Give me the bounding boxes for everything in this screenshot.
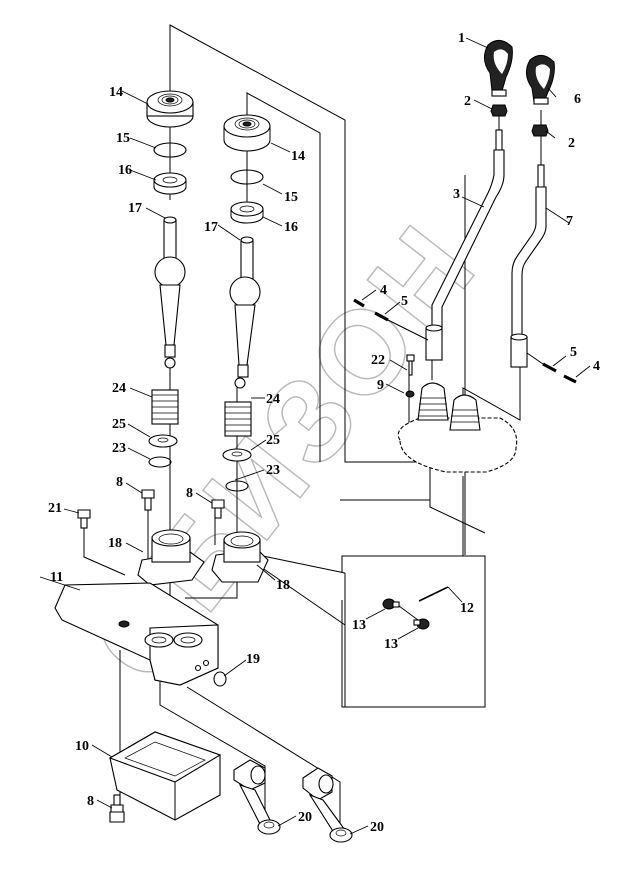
lever-shaft-right	[229, 236, 261, 389]
callout-18-right: 18	[276, 578, 290, 593]
inset-box	[341, 555, 486, 708]
nut-left	[490, 104, 508, 117]
shift-knob-left	[484, 40, 513, 97]
callout-15-right: 15	[284, 190, 298, 205]
pins-left	[353, 298, 429, 341]
callout-6: 6	[574, 92, 581, 107]
callout-4-left: 4	[380, 283, 387, 298]
callout-16-right: 16	[284, 220, 298, 235]
screw-22	[406, 354, 415, 376]
spring-left	[151, 389, 179, 425]
callout-15-left: 15	[116, 131, 130, 146]
callout-16-left: 16	[118, 163, 132, 178]
right-lever-stack	[222, 114, 271, 492]
washer-9	[405, 390, 415, 398]
callout-17-left: 17	[128, 201, 142, 216]
callout-25-right: 25	[266, 433, 280, 448]
flanged-bushing-left	[137, 529, 205, 586]
callout-17-right: 17	[204, 220, 218, 235]
callout-4-right: 4	[593, 359, 600, 374]
washer-16-left	[153, 172, 187, 195]
callout-7: 7	[566, 214, 573, 229]
lever-rod-left	[425, 129, 505, 361]
callout-3: 3	[453, 187, 460, 202]
callout-13-lower: 13	[384, 637, 398, 652]
bolt-8-right	[211, 499, 225, 519]
snap-ring-left	[153, 142, 187, 158]
lever-shaft-left	[154, 216, 186, 369]
callout-2-left: 2	[464, 94, 471, 109]
callout-13-upper: 13	[352, 618, 366, 633]
spring-right	[224, 401, 252, 437]
bearing-cap-left	[146, 90, 194, 128]
callout-24-right: 24	[266, 392, 280, 407]
pins-right	[526, 352, 577, 384]
callout-10: 10	[75, 739, 89, 754]
bolt-21	[77, 509, 91, 529]
shift-knob-right	[526, 55, 555, 105]
plug-13-lower	[413, 618, 430, 630]
shift-arm-left	[233, 759, 281, 835]
lever-rod-right	[510, 164, 547, 368]
callout-9: 9	[377, 378, 384, 393]
callout-8-left: 8	[116, 475, 123, 490]
callout-5-right: 5	[570, 345, 577, 360]
leader-lines	[39, 37, 591, 835]
callout-14-left: 14	[109, 85, 123, 100]
washer-25-left	[148, 434, 178, 448]
callout-19: 19	[246, 652, 260, 667]
callout-25-left: 25	[112, 417, 126, 432]
callout-11: 11	[50, 570, 63, 585]
plug-13-upper	[382, 598, 400, 610]
bolt-8-left	[141, 489, 155, 511]
callout-18-left: 18	[108, 536, 122, 551]
callout-23-left: 23	[112, 441, 126, 456]
callout-12: 12	[460, 601, 474, 616]
bottom-pan	[108, 731, 222, 821]
callout-21: 21	[48, 501, 62, 516]
callout-2-right: 2	[568, 136, 575, 151]
nut-right	[531, 124, 549, 137]
callout-23-right: 23	[266, 463, 280, 478]
callout-20-right: 20	[370, 820, 384, 835]
snap-ring-23-left	[148, 456, 172, 468]
left-lever-stack	[146, 90, 194, 468]
callout-24-left: 24	[112, 381, 126, 396]
shift-housing	[54, 582, 219, 686]
callout-1: 1	[458, 31, 465, 46]
washer-16-right	[230, 201, 264, 224]
flanged-bushing-right	[211, 531, 269, 583]
callout-22: 22	[371, 353, 385, 368]
washer-25-right	[222, 448, 252, 462]
shift-arm-right	[302, 767, 353, 843]
callout-20-left: 20	[298, 810, 312, 825]
callout-labels: 1 2 2 3 4 5 4 5 6 7 8 8 8 9 10 11 12 13 …	[48, 31, 600, 835]
callout-14-right: 14	[291, 149, 305, 164]
bolt-8-bottom	[109, 794, 125, 823]
callout-8-bottom: 8	[87, 794, 94, 809]
snap-ring-right	[230, 169, 264, 185]
o-ring-19	[213, 671, 227, 687]
callout-8-right: 8	[186, 486, 193, 501]
callout-5-left: 5	[401, 294, 408, 309]
shift-boot	[397, 382, 518, 473]
snap-ring-23-right	[225, 480, 249, 492]
bearing-cap-right	[223, 114, 271, 152]
